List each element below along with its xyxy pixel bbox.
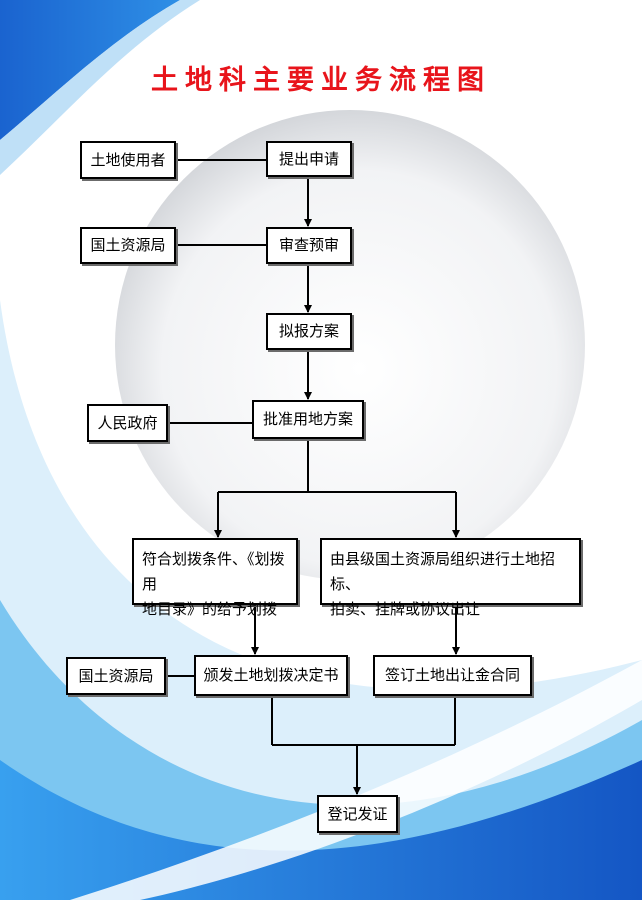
- node-label-line-2: 地目录》的给予划拨: [142, 600, 278, 618]
- node-label: 拟报方案: [278, 322, 339, 340]
- node-review-preapproval: 审查预审: [266, 227, 352, 264]
- node-draft-plan: 拟报方案: [266, 313, 352, 350]
- node-registration-certificate: 登记发证: [317, 795, 398, 833]
- node-label: 土地使用者: [90, 150, 166, 169]
- node-land-bureau-2: 国土资源局: [66, 657, 166, 695]
- node-label: 登记发证: [327, 804, 388, 823]
- node-people-government: 人民政府: [87, 404, 168, 442]
- node-label: 人民政府: [97, 413, 158, 432]
- node-sign-transfer-contract: 签订土地出让金合同: [373, 655, 532, 696]
- node-label-line-1: 由县级国土资源局组织进行土地招标、: [330, 550, 556, 593]
- node-label: 国土资源局: [90, 236, 166, 254]
- node-land-bureau-1: 国土资源局: [80, 227, 176, 264]
- node-label-line-1: 符合划拨条件、《划拨用: [142, 550, 285, 593]
- node-label-line-2: 拍卖、挂牌或协议出让: [330, 600, 481, 618]
- node-allocation-condition: 符合划拨条件、《划拨用 地目录》的给予划拨: [132, 538, 298, 618]
- node-approve-land-plan: 批准用地方案: [252, 400, 364, 439]
- page-title: 土地科主要业务流程图: [151, 65, 491, 96]
- node-label: 审查预审: [278, 236, 339, 254]
- node-label: 提出申请: [278, 149, 339, 168]
- node-label: 颁发土地划拨决定书: [203, 666, 339, 684]
- node-label: 签订土地出让金合同: [384, 666, 520, 684]
- node-label: 批准用地方案: [262, 410, 353, 428]
- node-county-bureau-auction: 由县级国土资源局组织进行土地招标、 拍卖、挂牌或协议出让: [320, 538, 581, 618]
- node-submit-application: 提出申请: [266, 141, 352, 177]
- node-issue-allocation-decision: 颁发土地划拨决定书: [194, 655, 348, 696]
- node-land-user: 土地使用者: [80, 141, 176, 179]
- node-label: 国土资源局: [78, 666, 154, 685]
